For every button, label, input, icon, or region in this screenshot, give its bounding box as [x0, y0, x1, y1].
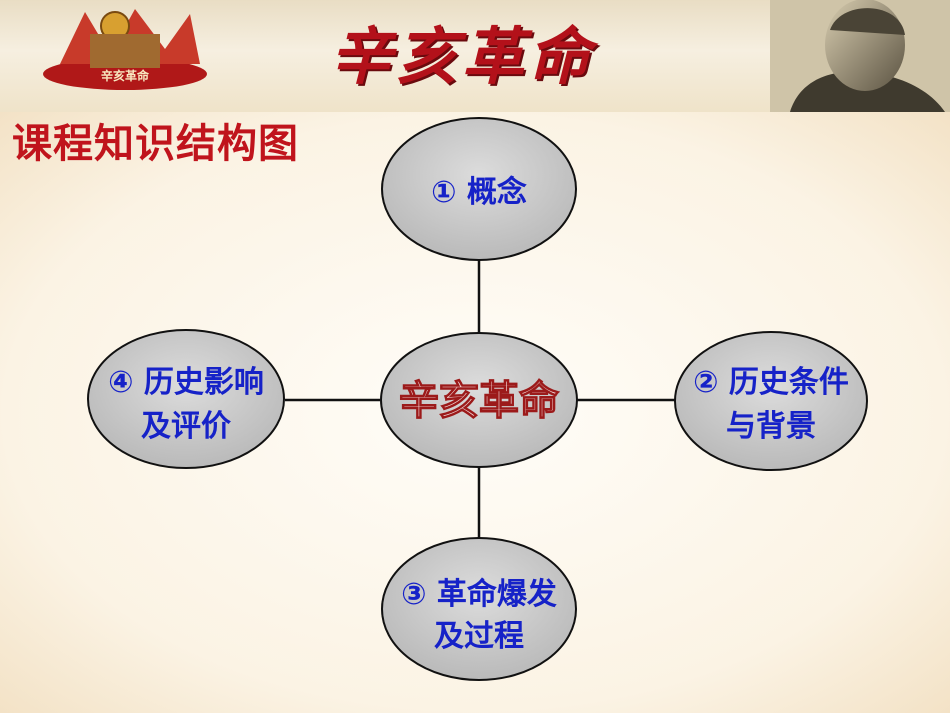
node-concept-label: ① 概念 [431, 175, 527, 210]
page-heading: 课程知识结构图 [12, 121, 299, 167]
node-concept[interactable]: ① 概念 [381, 117, 577, 261]
node-impact-line1: ④ 历史影响 [108, 365, 264, 400]
node-outbreak-line2: 及过程 [434, 619, 524, 654]
node-impact-line2: 及评价 [141, 409, 231, 444]
node-conditions[interactable]: ② 历史条件 与背景 [674, 331, 868, 471]
node-outbreak-line1: ③ 革命爆发 [401, 577, 557, 612]
emblem-logo: 辛亥革命 [43, 9, 207, 90]
node-impact[interactable]: ④ 历史影响 及评价 [87, 329, 285, 469]
node-outbreak[interactable]: ③ 革命爆发 及过程 [381, 537, 577, 681]
banner-title: 辛亥革命 [330, 20, 595, 93]
node-conditions-line2: 与背景 [726, 409, 816, 444]
header-banner: 辛亥革命 辛亥革命 [0, 0, 950, 112]
node-center[interactable]: 辛亥革命 [380, 332, 578, 468]
node-center-label: 辛亥革命 [399, 377, 559, 424]
node-conditions-line1: ② 历史条件 [693, 365, 849, 400]
portrait-image [770, 0, 950, 112]
emblem-title: 辛亥革命 [101, 68, 150, 83]
